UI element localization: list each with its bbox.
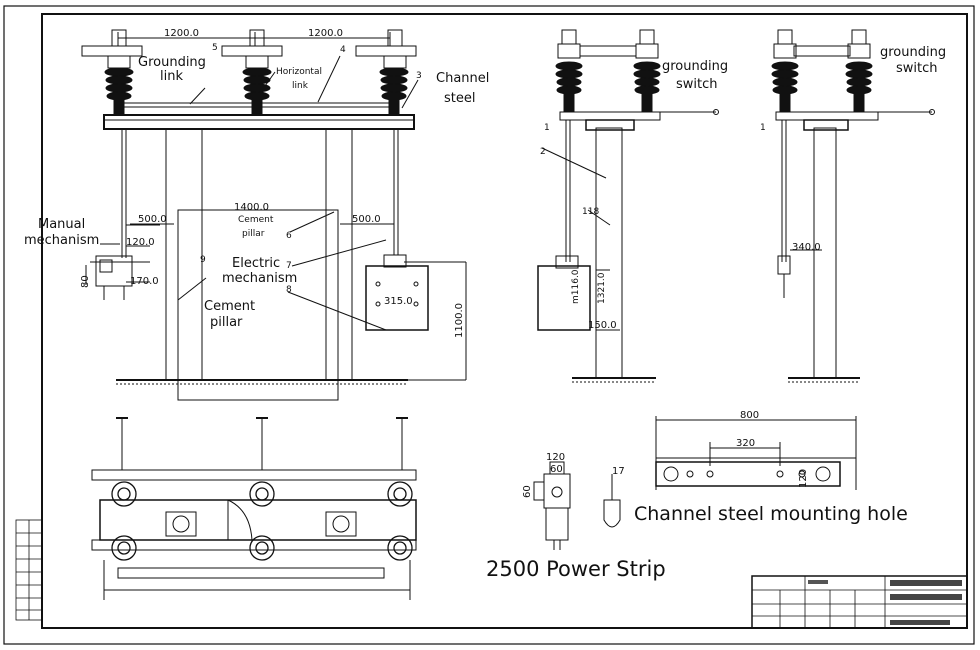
dim-side-340: 340.0 [792,242,821,253]
dim-box-width: 315.0 [384,296,413,307]
dim-side-150: 150.0 [588,320,617,331]
cement-pillar-right [325,128,353,381]
outer-frame [3,5,975,645]
label-grounding-link-1: Grounding [138,55,206,70]
dim-manual-h2: 170.0 [130,276,159,287]
label-grounding-switch-1a: grounding [662,59,728,74]
side-view-2 [771,29,935,383]
label-manual-mechanism-1: Manual [38,217,85,232]
label-channel-steel-hole: Channel steel mounting hole [634,503,908,525]
insulator-right [355,29,417,115]
label-cement-pillar-bottom-1: Cement [204,299,255,314]
callout-numbers: 5 4 3 6 7 8 9 1 2 1 [200,43,766,295]
callout-2a: 2 [540,147,546,157]
side-view-1 [537,29,719,383]
label-cement-pillar-top-2: pillar [242,229,265,239]
side2-insulator-a [771,29,799,113]
label-horizontal-link-1: Horizontal [276,67,322,77]
dim-span-right: 1200.0 [308,28,343,39]
dim-span-left: 1200.0 [164,28,199,39]
dim-side-118: 118 [582,207,599,217]
side1-insulator-b [633,29,661,113]
label-cement-pillar-top-1: Cement [238,215,274,225]
dim-hole-320: 320 [736,438,755,449]
electric-mechanism-box [365,254,429,331]
channel-steel-hole-detail [655,416,857,490]
dim-offset-left: 500.0 [138,214,167,225]
callout-9: 9 [200,255,206,265]
label-channel-steel-1: Channel [436,71,489,86]
label-texts: Grounding link Horizontal link Channel s… [24,45,946,581]
title-block [751,575,968,629]
label-grounding-switch-1b: switch [676,77,718,92]
plan-view [91,417,417,600]
dim-offset-right: 500.0 [352,214,381,225]
dim-hole-120: 120 [798,469,809,488]
callout-4: 4 [340,45,346,55]
front-view [81,29,467,401]
dim-manual-h1: 120.0 [126,237,155,248]
label-grounding-switch-2b: switch [896,61,938,76]
power-strip-detail [533,461,621,550]
dim-strip-120: 120 [546,452,565,463]
label-manual-mechanism-2: mechanism [24,233,99,248]
insulator-middle [221,29,283,115]
callout-3: 3 [416,71,422,81]
inner-frame [41,13,968,629]
manual-mechanism [85,224,160,300]
side1-insulator-a [555,29,583,113]
dim-manual-w: 80 [80,275,91,288]
insulator-left [81,29,143,115]
dim-hole-800: 800 [740,410,759,421]
dim-strip-60a: 60 [550,464,563,475]
label-grounding-link-2: link [160,69,183,84]
revision-block [15,519,43,621]
dim-side-1160: m116.0 [571,269,581,304]
label-cement-pillar-bottom-2: pillar [210,315,243,330]
cross-beam [103,114,415,130]
dim-strip-60b: 60 [522,485,533,498]
callout-6: 6 [286,231,292,241]
label-power-strip: 2500 Power Strip [486,557,666,581]
dimension-texts: 1200.0 1200.0 1400.0 500.0 500.0 120.0 1… [80,28,821,498]
callout-7: 7 [286,261,292,271]
label-channel-steel-2: steel [444,91,475,106]
label-electric-mechanism-2: mechanism [222,271,297,286]
callout-1a: 1 [544,123,550,133]
callout-8: 8 [286,285,292,295]
side2-insulator-b [845,29,873,113]
dim-strip-17: 17 [612,466,625,477]
label-grounding-switch-2a: grounding [880,45,946,60]
dim-pillar-spacing: 1400.0 [234,202,269,213]
label-horizontal-link-2: link [292,81,309,91]
dim-total-height: 1100.0 [454,303,465,338]
dim-side-1321: 1321.0 [597,272,607,304]
callout-1b: 1 [760,123,766,133]
callout-5: 5 [212,43,218,53]
cement-pillar-left [165,128,203,381]
label-electric-mechanism-1: Electric [232,256,280,271]
